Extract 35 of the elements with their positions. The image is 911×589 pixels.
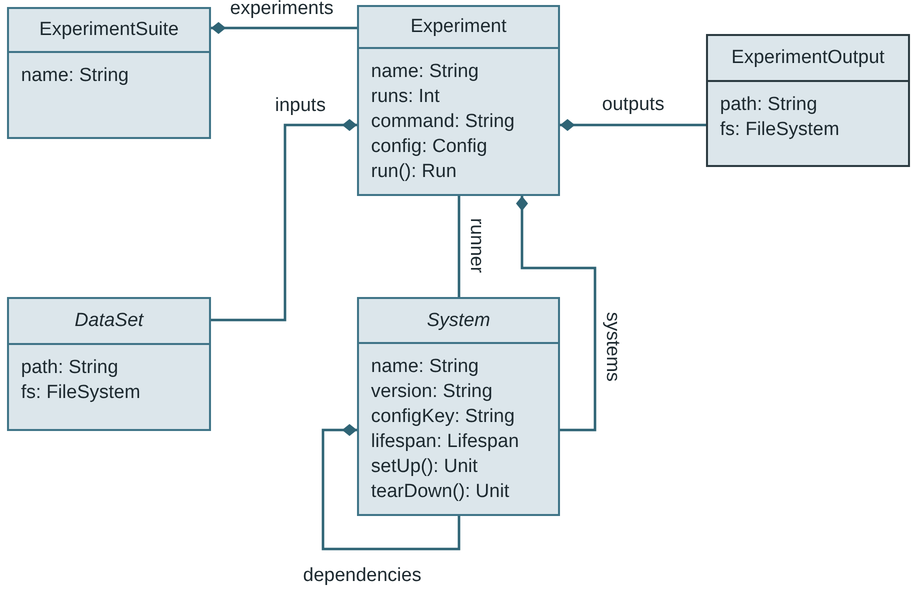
member-text: name: String bbox=[371, 355, 479, 379]
class-name: ExperimentOutput bbox=[708, 36, 908, 82]
class-box bbox=[357, 5, 560, 196]
class-name: ExperimentSuite bbox=[9, 9, 209, 53]
member-text: tearDown(): Unit bbox=[371, 480, 510, 504]
class-name: DataSet bbox=[9, 299, 209, 345]
member-text: fs: FileSystem bbox=[21, 381, 140, 405]
member-text: configKey: String bbox=[371, 405, 515, 429]
class-name: Experiment bbox=[359, 7, 558, 49]
connector bbox=[516, 196, 596, 432]
edge-label: experiments bbox=[230, 0, 334, 20]
connector bbox=[211, 22, 357, 34]
member-text: name: String bbox=[21, 64, 129, 88]
member-text: version: String bbox=[371, 380, 492, 404]
member-text: path: String bbox=[720, 93, 818, 117]
edge-label: dependencies bbox=[303, 565, 422, 587]
member-text: run(): Run bbox=[371, 160, 457, 184]
member-text: path: String bbox=[21, 356, 118, 380]
member-text: command: String bbox=[371, 110, 515, 134]
member-text: lifespan: Lifespan bbox=[371, 430, 519, 454]
class-box bbox=[7, 7, 211, 139]
class-box bbox=[7, 297, 211, 431]
class-name: System bbox=[359, 299, 558, 344]
connector bbox=[322, 424, 460, 550]
connector bbox=[560, 119, 706, 131]
member-text: config: Config bbox=[371, 135, 488, 159]
class-box bbox=[357, 297, 560, 516]
member-text: name: String bbox=[371, 60, 479, 84]
connector bbox=[458, 196, 460, 297]
connector bbox=[211, 119, 357, 322]
member-text: runs: Int bbox=[371, 85, 440, 109]
class-box bbox=[706, 34, 910, 167]
member-text: setUp(): Unit bbox=[371, 455, 478, 479]
member-text: fs: FileSystem bbox=[720, 118, 840, 142]
edge-label: inputs bbox=[275, 95, 326, 117]
